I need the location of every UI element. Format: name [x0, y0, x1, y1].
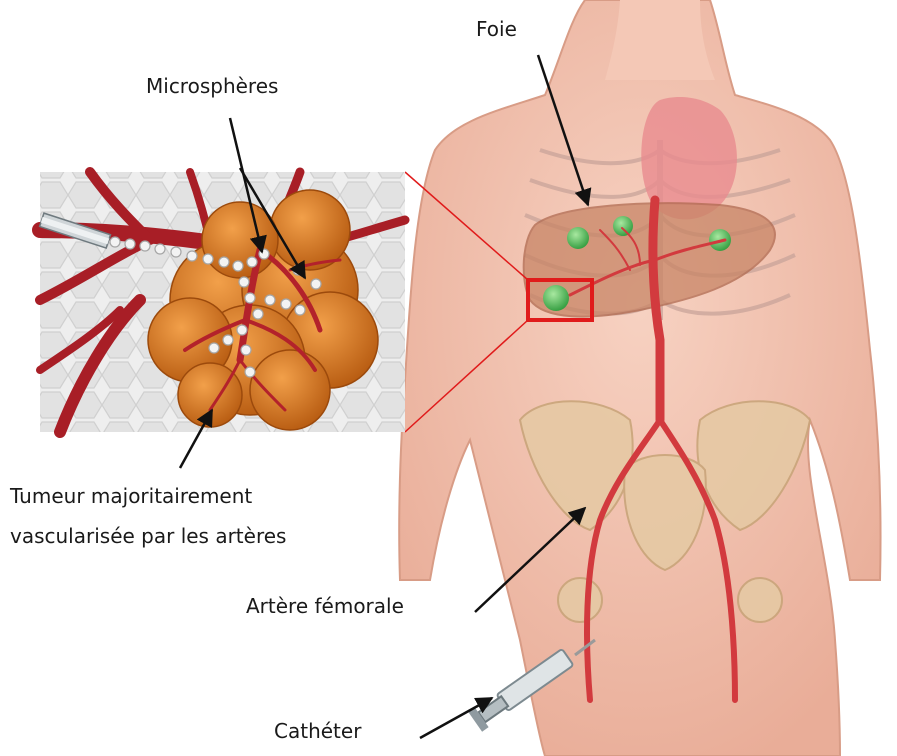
label-liver: Foie [476, 15, 517, 43]
human-torso [399, 0, 880, 756]
label-catheter: Cathéter [274, 717, 361, 745]
zoom-inset-panel [40, 172, 405, 432]
label-tumor-line1: Tumeur majoritairement [10, 482, 252, 510]
label-femoral-artery: Artère fémorale [246, 592, 404, 620]
label-microspheres: Microsphères [146, 72, 278, 100]
label-tumor-line2: vascularisée par les artères [10, 522, 286, 550]
